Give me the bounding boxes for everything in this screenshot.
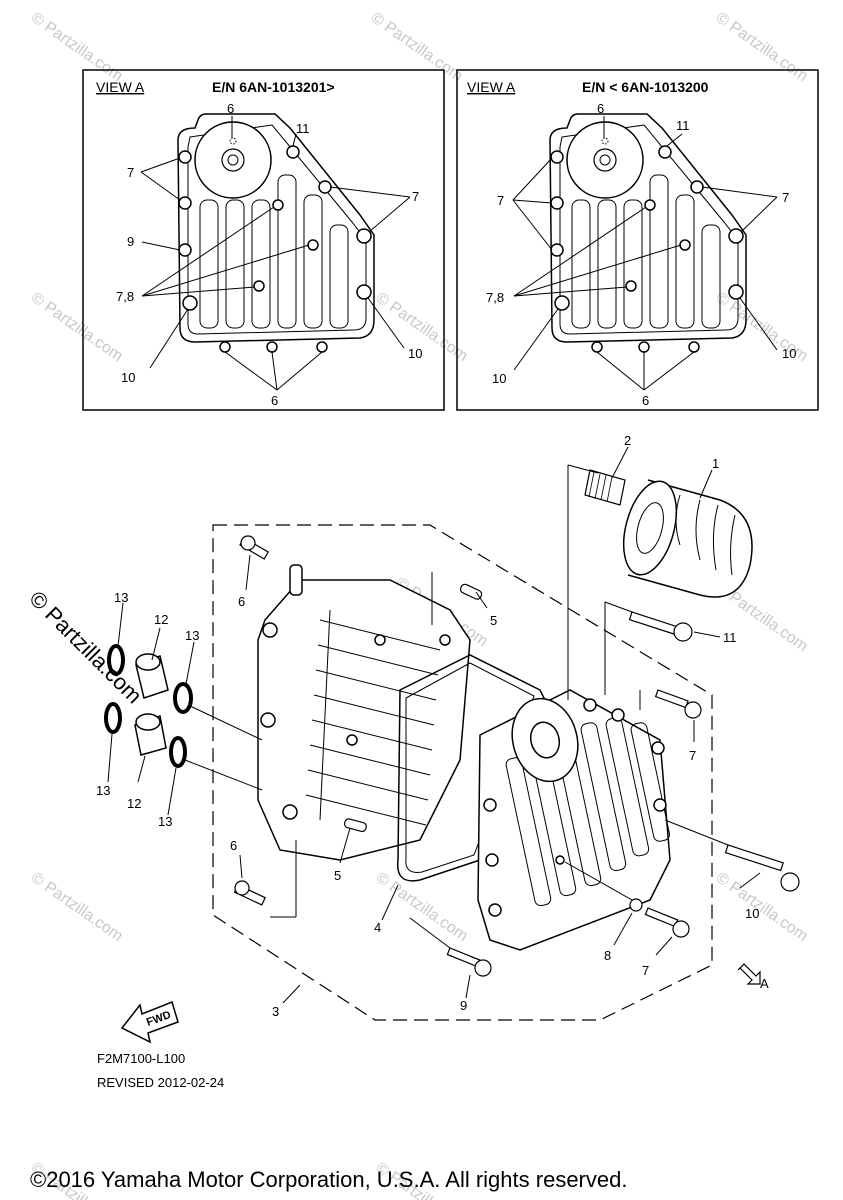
callout: 10: [492, 371, 506, 386]
callout: 11: [676, 118, 690, 133]
cover-inner-outline: [559, 124, 739, 335]
callout: 7,8: [116, 289, 134, 304]
bolt-7-lower: [644, 907, 679, 928]
oil-cooler-body: [257, 564, 471, 861]
filter-boss: [566, 121, 644, 199]
cover-ribs: [571, 174, 721, 329]
bolt-11: [628, 611, 681, 636]
cover-outline: [549, 113, 747, 343]
callout-labels: 6 11 7 7 7,8 10 10 6: [486, 101, 796, 408]
view-a-arrow-icon: [737, 963, 761, 985]
o-ring-13: [169, 736, 187, 768]
callout-labels: 6 11 7 7 9 7,8 10 10 6: [116, 101, 422, 408]
view-frame: [456, 69, 819, 411]
callout: 7,8: [486, 290, 504, 305]
callout: 13: [158, 814, 172, 829]
callout: 9: [127, 234, 134, 249]
callout: 7: [497, 193, 504, 208]
callout: 10: [408, 346, 422, 361]
diagram-code: F2M7100-L100: [97, 1051, 185, 1066]
callout: 9: [460, 998, 467, 1013]
cover-ribs: [199, 174, 349, 329]
watermark: © Partzilla.com: [28, 289, 126, 365]
bolt-10: [724, 844, 784, 872]
callout: 6: [642, 393, 649, 408]
stud-bolt: [584, 469, 626, 506]
callout: 1: [712, 456, 719, 471]
watermark: © Partzilla.com: [28, 9, 126, 85]
view-frame: [82, 69, 445, 411]
callout: 5: [490, 613, 497, 628]
callout: 7: [642, 963, 649, 978]
callout: 8: [604, 948, 611, 963]
oil-cooler-cover: [477, 689, 671, 951]
o-ring-13: [107, 644, 125, 676]
callout: 7: [689, 748, 696, 763]
pipes-and-o-rings: [104, 644, 263, 791]
callout: 10: [121, 370, 135, 385]
callout: 7: [127, 165, 134, 180]
watermark: © Partzilla.com: [368, 9, 466, 85]
callout: 6: [238, 594, 245, 609]
callout: 11: [723, 630, 737, 645]
callout: 13: [114, 590, 128, 605]
callout: 3: [272, 1004, 279, 1019]
copyright-notice: ©2016 Yamaha Motor Corporation, U.S.A. A…: [30, 1167, 627, 1192]
watermark-large: © Partzilla.com: [24, 586, 147, 709]
exploded-callouts: 1 2 6 5 13 12 13 11 7 13 12 13 6 5 4 10 …: [96, 433, 769, 1019]
leader-lines: [140, 116, 411, 391]
callout: 13: [96, 783, 110, 798]
leader-lines: [107, 446, 761, 1004]
callout: 6: [227, 101, 234, 116]
cover-inner-outline: [187, 124, 367, 335]
dowel-pin-5-top: [459, 583, 483, 600]
washer-8: [629, 898, 643, 912]
callout: 7: [782, 190, 789, 205]
callout: A: [760, 976, 769, 991]
callout: 10: [745, 906, 759, 921]
watermark: © Partzilla.com: [28, 869, 126, 945]
watermark: © Partzilla.com: [713, 9, 811, 85]
bolt-9: [446, 947, 481, 968]
fwd-arrow-icon: FWD: [120, 1000, 179, 1044]
o-ring-13: [173, 682, 193, 714]
bolts: [233, 535, 800, 977]
view-a-right: VIEW A E/N < 6AN-1013200: [456, 69, 819, 411]
cover-outline: [177, 113, 375, 343]
callout: 7: [412, 189, 419, 204]
callout: 6: [597, 101, 604, 116]
engine-number-label: E/N 6AN-1013201>: [212, 79, 335, 95]
revised-date: REVISED 2012-02-24: [97, 1075, 224, 1090]
bolt-holes: [550, 145, 744, 353]
callout: 10: [782, 346, 796, 361]
oil-filter: [622, 479, 753, 598]
view-label: VIEW A: [467, 79, 516, 95]
o-ring-13: [104, 702, 122, 734]
callout: 11: [296, 121, 310, 136]
callout: 6: [230, 838, 237, 853]
callout: 6: [271, 393, 278, 408]
callout: 5: [334, 868, 341, 883]
callout: 13: [185, 628, 199, 643]
exploded-view: 1 2 6 5 13 12 13 11 7 13 12 13 6 5 4 10 …: [96, 433, 800, 1021]
view-a-left: VIEW A E/N 6AN-1013201>: [82, 69, 445, 411]
assembly-boundary: [212, 524, 713, 1021]
callout: 12: [154, 612, 168, 627]
callout: 2: [624, 433, 631, 448]
engine-number-label: E/N < 6AN-1013200: [582, 79, 709, 95]
filter-boss: [194, 121, 272, 199]
callout: 12: [127, 796, 141, 811]
callout: 4: [374, 920, 381, 935]
bolt-7-upper: [654, 689, 689, 709]
leader-lines: [512, 116, 778, 391]
view-label: VIEW A: [96, 79, 145, 95]
